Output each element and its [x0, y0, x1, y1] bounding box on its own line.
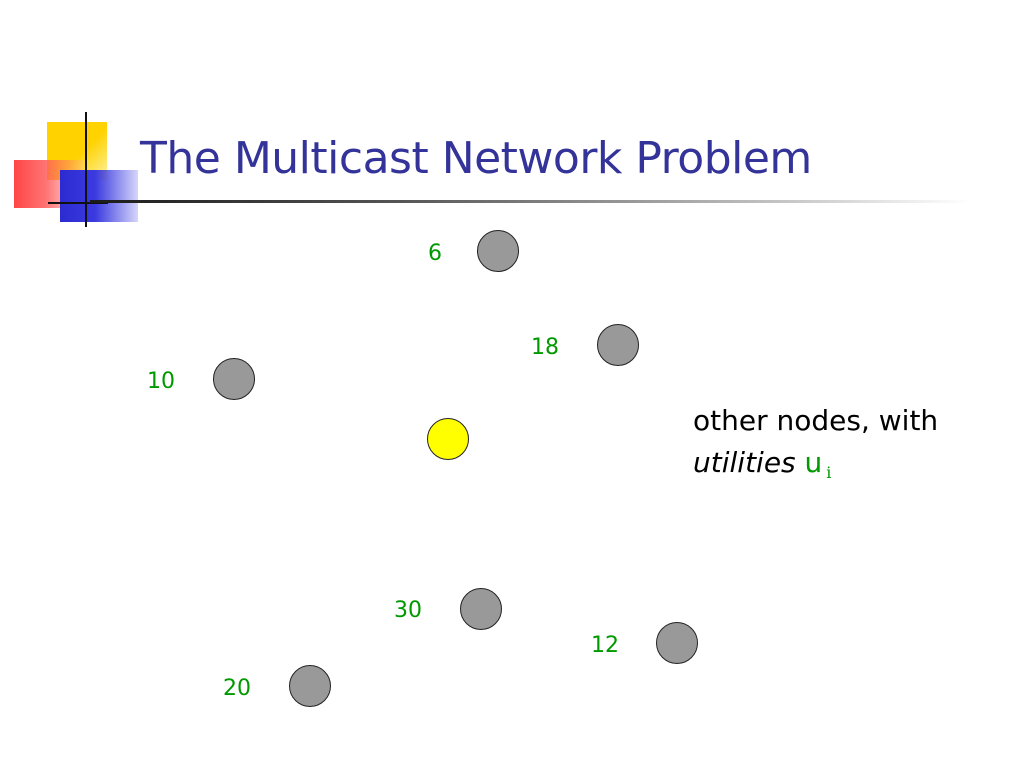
utility-label: 12 [591, 633, 619, 658]
network-node [597, 324, 639, 366]
annotation-line-1: other nodes, with [693, 404, 939, 437]
utility-label: 10 [147, 369, 175, 394]
network-node [213, 358, 255, 400]
slide-title: The Multicast Network Problem [140, 133, 812, 184]
network-node [656, 622, 698, 664]
network-node [460, 588, 502, 630]
network-node [289, 665, 331, 707]
utility-label: 6 [428, 241, 442, 266]
utility-label: 20 [223, 676, 251, 701]
source-node [427, 418, 469, 460]
logo-horizontal-line [48, 202, 108, 204]
annotation-italic: utilities [693, 446, 796, 479]
utility-subscript: i [826, 463, 832, 482]
logo-blue-square [60, 170, 138, 222]
utility-symbol: u [804, 446, 823, 479]
slide-logo [0, 100, 150, 240]
logo-vertical-line [85, 112, 87, 227]
utility-label: 18 [531, 335, 559, 360]
network-node [477, 230, 519, 272]
utility-label: 30 [394, 598, 422, 623]
title-underline [90, 200, 970, 203]
